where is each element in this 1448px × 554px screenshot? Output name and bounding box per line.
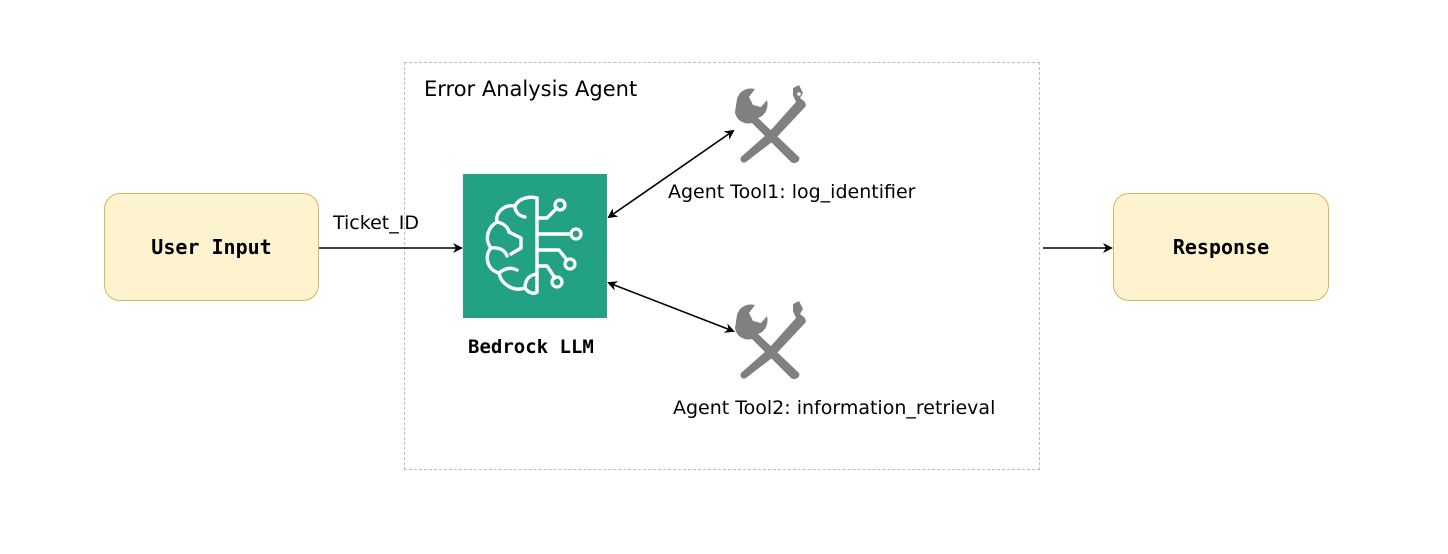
tool2-label: Agent Tool2: information_retrieval xyxy=(673,397,996,419)
bedrock-llm-label: Bedrock LLM xyxy=(468,336,594,358)
agent-group-label: Error Analysis Agent xyxy=(424,77,638,101)
tools-icon xyxy=(733,301,823,381)
arrow-llm-tool1 xyxy=(607,129,735,219)
bedrock-llm-icon xyxy=(463,174,607,318)
arrow-llm-tool2 xyxy=(607,281,735,333)
response-label: Response xyxy=(1172,235,1270,259)
tools-icon xyxy=(733,85,823,165)
agent-group-boundary xyxy=(404,62,1040,470)
edge-label-ticket-id: Ticket_ID xyxy=(333,212,419,234)
user-input-node: User Input xyxy=(104,193,319,301)
brain-circuit-icon xyxy=(485,195,583,295)
response-node: Response xyxy=(1113,193,1329,301)
user-input-label: User Input xyxy=(151,235,272,259)
tool1-label: Agent Tool1: log_identifier xyxy=(668,181,916,203)
